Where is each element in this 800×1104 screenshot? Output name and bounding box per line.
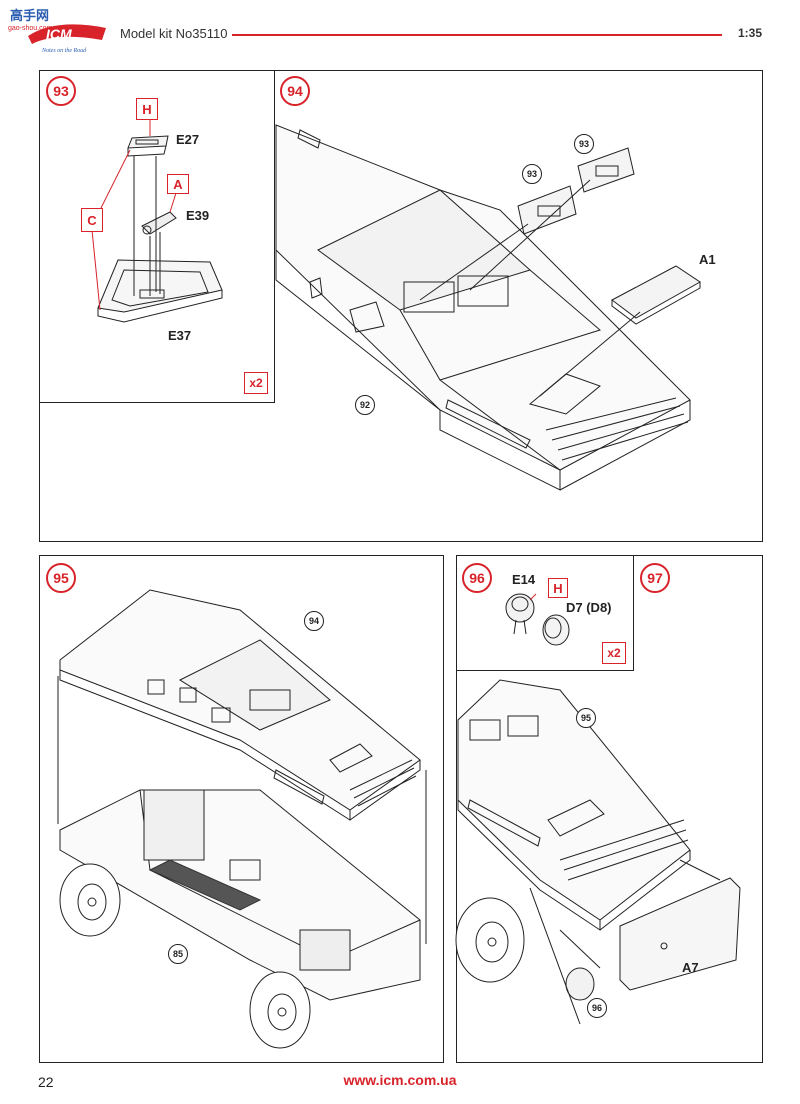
page-number: 22 — [38, 1074, 54, 1090]
step-94-number: 94 — [280, 76, 310, 106]
part-e39-label: E39 — [186, 208, 210, 223]
watermark-site: gao-shou.com — [8, 25, 53, 32]
scale-label: 1:35 — [737, 26, 762, 40]
part-e27-label: E27 — [176, 132, 200, 147]
wheel-97-drawing — [455, 897, 525, 983]
watermark-cn: 高手网 — [10, 8, 49, 24]
hatch-93b-drawing — [577, 147, 635, 193]
paint-a-box: A — [167, 174, 189, 194]
multiplier-x2-93: x2 — [244, 372, 268, 394]
icm-logo: 高手网 ICM gao-shou.com Notes on the Road — [6, 6, 116, 56]
part-e37-label: E37 — [168, 328, 192, 343]
part-a1-label: A1 — [699, 252, 716, 267]
hull-92-drawing — [275, 124, 691, 491]
step-97-number: 97 — [640, 563, 670, 593]
part-e27-drawing — [127, 135, 169, 157]
wheel-front-drawing — [59, 863, 121, 937]
part-a1-drawing — [611, 265, 701, 325]
ref-93-a: 93 — [522, 164, 542, 184]
logo-tagline: Notes on the Road — [41, 48, 87, 54]
upper-hull-94-drawing — [59, 589, 421, 821]
step-93-panel — [39, 70, 275, 403]
part-e14-drawing — [505, 593, 535, 635]
ref-85: 85 — [168, 944, 188, 964]
logo-text: ICM — [46, 26, 72, 42]
ref-95: 95 — [576, 708, 596, 728]
step-95-number: 95 — [46, 563, 76, 593]
ref-93-b: 93 — [574, 134, 594, 154]
step-93-number: 93 — [46, 76, 76, 106]
footer-url[interactable]: www.icm.com.ua — [343, 1072, 457, 1088]
part-a7-drawing — [619, 877, 741, 991]
light-96-drawing — [565, 967, 595, 1001]
hatch-93a-drawing — [517, 185, 577, 235]
step-94-panel — [39, 70, 763, 542]
multiplier-x2-96: x2 — [602, 642, 626, 664]
paint-c-box: C — [81, 208, 103, 232]
chassis-85-drawing — [59, 789, 421, 1001]
paint-h-box: H — [136, 98, 158, 120]
ref-96: 96 — [587, 998, 607, 1018]
part-a7-label: A7 — [682, 960, 699, 975]
paint-h-box-96: H — [548, 578, 568, 598]
part-e39-drawing — [141, 211, 177, 235]
model-kit-title: Model kit No35110 — [120, 26, 228, 41]
hull-95-drawing — [457, 679, 691, 931]
header-divider — [232, 34, 722, 36]
part-e14-label: E14 — [512, 572, 536, 587]
wheel-rear-drawing — [249, 971, 311, 1049]
part-d7-drawing — [542, 614, 570, 646]
part-d7-label: D7 (D8) — [566, 600, 612, 615]
step-96-number: 96 — [462, 563, 492, 593]
ref-92: 92 — [355, 395, 375, 415]
ref-94: 94 — [304, 611, 324, 631]
